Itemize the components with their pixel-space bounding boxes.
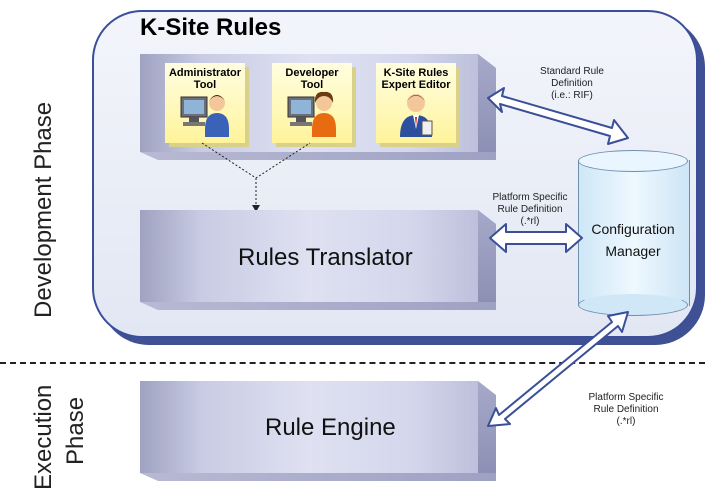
tools-box-side bbox=[478, 54, 496, 152]
rules-translator-label: Rules Translator bbox=[238, 244, 413, 271]
standard-rule-arrow bbox=[487, 87, 629, 145]
standard-rule-label: Standard Rule Definition (i.e.: RIF) bbox=[522, 66, 622, 102]
label-line: Platform Specific bbox=[492, 192, 568, 203]
label-line: (.*rl) bbox=[616, 416, 636, 427]
label-line: Definition bbox=[551, 78, 593, 89]
developer-tool-label: Developer Tool bbox=[272, 63, 352, 91]
label-line: (i.e.: RIF) bbox=[551, 90, 593, 101]
tool-label-line1: K-Site Rules bbox=[383, 67, 449, 79]
administrator-tool[interactable]: Administrator Tool bbox=[165, 63, 245, 143]
expert-editor-label: K-Site Rules Expert Editor bbox=[376, 63, 456, 91]
label-line: Standard Rule bbox=[540, 66, 604, 77]
rules-translator-box bbox=[140, 210, 478, 302]
label-line: Rule Definition bbox=[593, 404, 659, 415]
phase-divider bbox=[0, 362, 705, 364]
rule-engine-box-bottom bbox=[140, 473, 496, 481]
rule-engine-box bbox=[140, 381, 478, 473]
rule-engine-box-side bbox=[478, 381, 496, 473]
tool-label-line2: Expert Editor bbox=[381, 79, 451, 91]
k-site-rules-expert-editor[interactable]: K-Site Rules Expert Editor bbox=[376, 63, 456, 143]
developer-tool[interactable]: Developer Tool bbox=[272, 63, 352, 143]
developer-computer-icon bbox=[287, 91, 336, 137]
expert-user-icon bbox=[400, 94, 433, 137]
administrator-tool-label: Administrator Tool bbox=[165, 63, 245, 91]
configuration-manager-base bbox=[578, 294, 688, 316]
tools-box-bottom bbox=[140, 152, 496, 160]
label-line: Rule Definition bbox=[497, 204, 563, 215]
development-phase-label: Development Phase bbox=[30, 101, 57, 318]
platform-top-arrow bbox=[489, 223, 583, 253]
tool-label-line2: Tool bbox=[300, 79, 324, 91]
rules-translator-box-side bbox=[478, 210, 496, 302]
configuration-manager-label: Configuration Manager bbox=[578, 218, 688, 262]
platform-top-label: Platform Specific Rule Definition (.*rl) bbox=[482, 192, 578, 228]
tool-label-line1: Developer bbox=[285, 67, 339, 79]
administrator-computer-icon bbox=[180, 95, 229, 137]
rule-engine-label: Rule Engine bbox=[265, 414, 396, 441]
frame-title: K-Site Rules bbox=[140, 14, 282, 41]
label-line: (.*rl) bbox=[520, 216, 540, 227]
platform-bottom-arrow bbox=[487, 311, 629, 427]
tool-label-line1: Administrator bbox=[168, 67, 242, 79]
label-line: Platform Specific bbox=[588, 392, 664, 403]
configuration-manager-cylinder bbox=[578, 160, 690, 306]
platform-bottom-label: Platform Specific Rule Definition (.*rl) bbox=[578, 392, 674, 428]
config-label-line1: Configuration bbox=[591, 221, 675, 237]
execution-phase-label-line1: Execution bbox=[30, 384, 57, 490]
configuration-manager-top bbox=[578, 150, 688, 172]
execution-phase-label-line2: Phase bbox=[62, 396, 89, 465]
tool-label-line2: Tool bbox=[193, 79, 217, 91]
config-label-line2: Manager bbox=[605, 243, 661, 259]
rules-translator-box-bottom bbox=[140, 302, 496, 310]
